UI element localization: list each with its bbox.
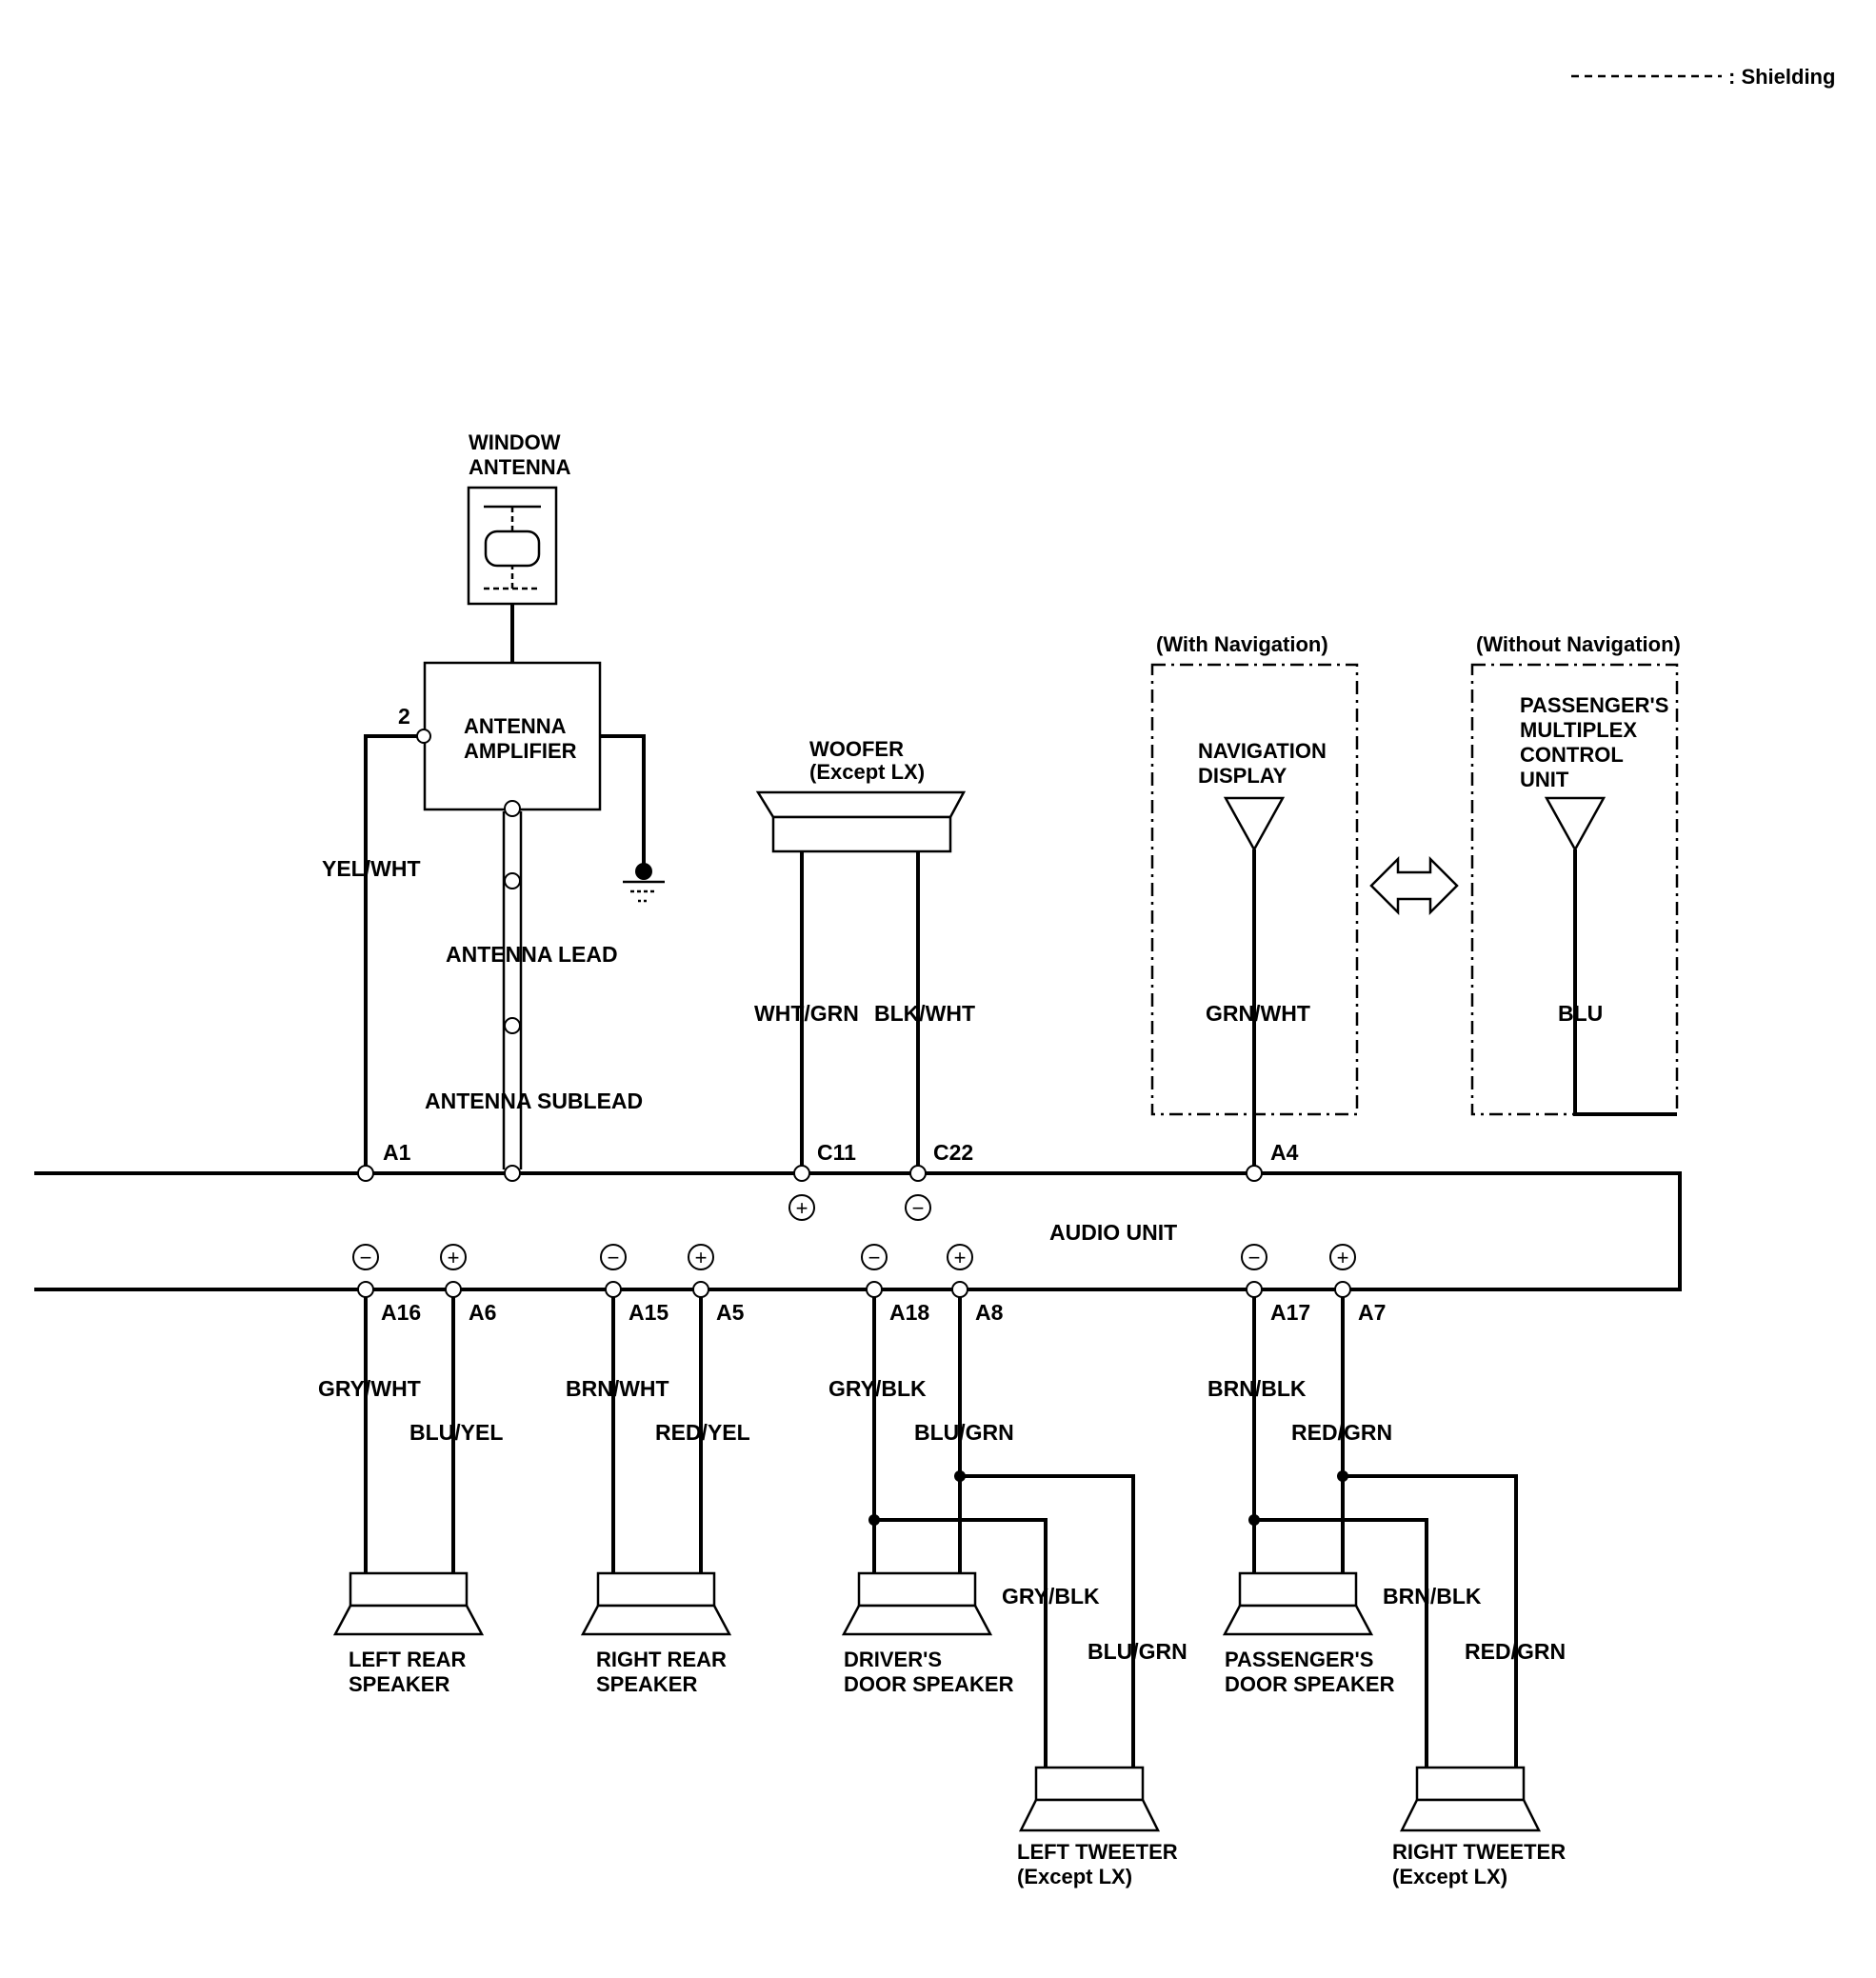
wire-gry-wht: GRY/WHT <box>318 1376 421 1401</box>
pin-a15: A15 <box>629 1300 669 1325</box>
pin-a16: A16 <box>381 1300 421 1325</box>
wire-blu: BLU <box>1558 1001 1603 1026</box>
amp-pin-2: 2 <box>398 704 410 729</box>
navigation-display-label: NAVIGATION <box>1198 739 1327 763</box>
left-rear-speaker: LEFT REAR SPEAKER <box>332 1571 485 1696</box>
wire-yel-wht: YEL/WHT <box>322 856 421 881</box>
svg-text:PASSENGER'S: PASSENGER'S <box>1225 1648 1373 1671</box>
svg-text:DOOR SPEAKER: DOOR SPEAKER <box>844 1672 1014 1696</box>
pin-c11: C11 <box>817 1140 856 1165</box>
wire-gry-blk-tweeter: GRY/BLK <box>1002 1584 1100 1608</box>
wire-blu-yel: BLU/YEL <box>409 1420 503 1445</box>
svg-text:SPEAKER: SPEAKER <box>596 1672 697 1696</box>
antenna-amplifier: ANTENNA AMPLIFIER <box>423 661 602 811</box>
wire-red-grn-tweeter: RED/GRN <box>1465 1639 1566 1664</box>
left-tweeter: LEFT TWEETER (Except LX) <box>1017 1766 1178 1888</box>
with-navigation-label: (With Navigation) <box>1156 632 1328 656</box>
wire-blu-grn-tweeter: BLU/GRN <box>1088 1639 1187 1664</box>
svg-text:ANTENNA: ANTENNA <box>464 714 567 738</box>
woofer-minus-sign: − <box>912 1196 925 1220</box>
wire-gry-blk: GRY/BLK <box>828 1376 927 1401</box>
svg-text:MULTIPLEX: MULTIPLEX <box>1520 718 1637 742</box>
double-arrow-icon <box>1369 855 1459 916</box>
wire-blk-wht: BLK/WHT <box>874 1001 975 1026</box>
pin-a6: A6 <box>469 1300 496 1325</box>
wire-wht-grn: WHT/GRN <box>754 1001 859 1026</box>
svg-text:(Except LX): (Except LX) <box>1017 1865 1132 1888</box>
svg-text:−: − <box>360 1246 372 1269</box>
svg-text:AUDIO UNIT: AUDIO UNIT <box>1049 1220 1177 1245</box>
pin-a7: A7 <box>1358 1300 1386 1325</box>
without-navigation-label: (Without Navigation) <box>1476 632 1681 656</box>
svg-text:+: + <box>1337 1246 1349 1269</box>
right-rear-speaker: RIGHT REAR SPEAKER <box>580 1571 732 1696</box>
multiplex-output-symbol <box>1544 796 1607 852</box>
svg-text:LEFT TWEETER: LEFT TWEETER <box>1017 1840 1178 1864</box>
audio-unit: AUDIO UNIT <box>34 1171 1682 1291</box>
wire-brn-wht: BRN/WHT <box>566 1376 669 1401</box>
svg-text:RIGHT REAR: RIGHT REAR <box>596 1648 727 1671</box>
svg-text:UNIT: UNIT <box>1520 768 1569 791</box>
right-tweeter: RIGHT TWEETER (Except LX) <box>1392 1766 1566 1888</box>
pin-a8: A8 <box>975 1300 1004 1325</box>
svg-text:WINDOW: WINDOW <box>469 430 561 454</box>
svg-text:CONTROL: CONTROL <box>1520 743 1624 767</box>
svg-text:−: − <box>608 1246 620 1269</box>
pin-a4: A4 <box>1270 1140 1299 1165</box>
pin-a5: A5 <box>716 1300 745 1325</box>
wire-blu-grn: BLU/GRN <box>914 1420 1014 1445</box>
svg-text:(Except LX): (Except LX) <box>809 760 925 784</box>
svg-text:DOOR SPEAKER: DOOR SPEAKER <box>1225 1672 1395 1696</box>
woofer-plus-sign: + <box>796 1196 808 1220</box>
wire-red-grn: RED/GRN <box>1291 1420 1392 1445</box>
pin-a18: A18 <box>889 1300 929 1325</box>
wire-grn-wht: GRN/WHT <box>1206 1001 1310 1026</box>
wire-red-yel: RED/YEL <box>655 1420 750 1445</box>
svg-text:+: + <box>954 1246 967 1269</box>
drivers-door-speaker: DRIVER'S DOOR SPEAKER <box>841 1571 1014 1696</box>
multiplex-unit-label: PASSENGER'S <box>1520 693 1668 717</box>
svg-text:−: − <box>1248 1246 1261 1269</box>
svg-text:DRIVER'S: DRIVER'S <box>844 1648 942 1671</box>
ground-symbol <box>600 734 665 903</box>
svg-text:LEFT REAR: LEFT REAR <box>349 1648 467 1671</box>
svg-text:SPEAKER: SPEAKER <box>349 1672 449 1696</box>
wire-brn-blk: BRN/BLK <box>1207 1376 1307 1401</box>
nav-display-output-symbol <box>1223 796 1286 852</box>
svg-text:RIGHT TWEETER: RIGHT TWEETER <box>1392 1840 1566 1864</box>
svg-text:AMPLIFIER: AMPLIFIER <box>464 739 577 763</box>
svg-text:+: + <box>448 1246 460 1269</box>
woofer: WOOFER (Except LX) <box>755 737 967 853</box>
svg-text:DISPLAY: DISPLAY <box>1198 764 1287 788</box>
svg-text:ANTENNA: ANTENNA <box>469 455 571 479</box>
svg-text:−: − <box>868 1246 881 1269</box>
svg-text:(Except LX): (Except LX) <box>1392 1865 1507 1888</box>
svg-text:WOOFER: WOOFER <box>809 737 904 761</box>
bottom-polarity-signs: − + − + − + − + <box>352 1244 1356 1270</box>
pin-a1: A1 <box>383 1140 411 1165</box>
svg-text:+: + <box>695 1246 708 1269</box>
pin-c22: C22 <box>933 1140 973 1165</box>
window-antenna: WINDOW ANTENNA <box>467 430 571 606</box>
antenna-sublead-label: ANTENNA SUBLEAD <box>425 1089 643 1113</box>
shielding-legend-label: : Shielding <box>1728 65 1835 89</box>
pin-a17: A17 <box>1270 1300 1310 1325</box>
passengers-door-speaker: PASSENGER'S DOOR SPEAKER <box>1222 1571 1395 1696</box>
wire-brn-blk-tweeter: BRN/BLK <box>1383 1584 1482 1608</box>
antenna-lead-label: ANTENNA LEAD <box>446 942 618 967</box>
antenna-lead-coax <box>502 800 523 1169</box>
